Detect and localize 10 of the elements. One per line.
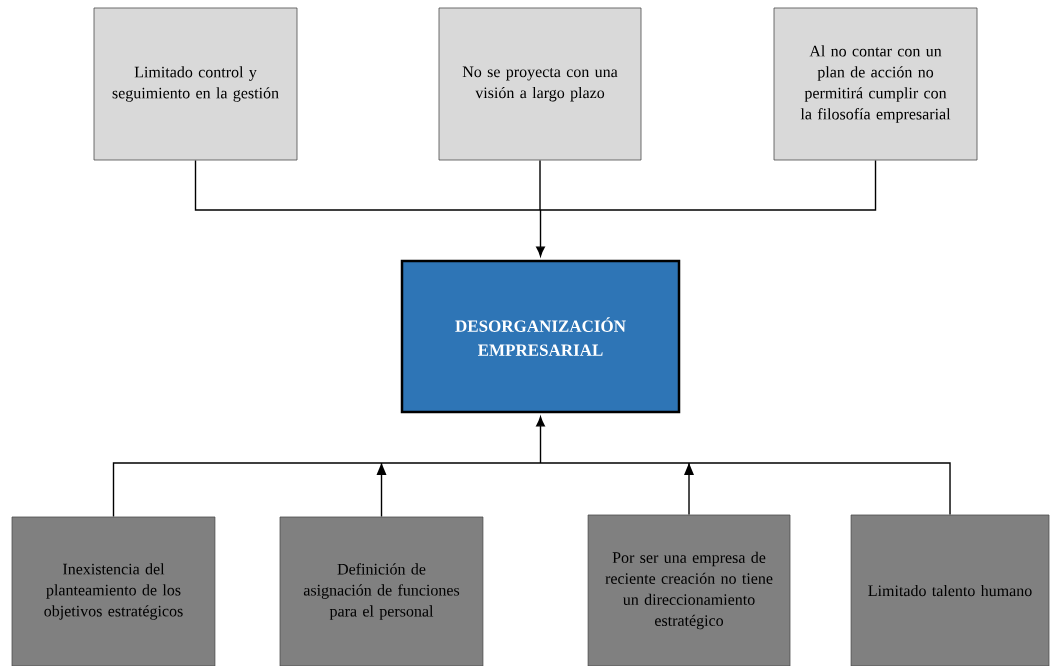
arrow [112,416,951,518]
cause-box: No se proyecta con una visión a largo plazo [438,7,642,161]
cause-box: Al no contar con un plan de acción no permitirá cumplir con la filosofía empresarial [773,7,978,161]
effect-box: Por ser una empresa de reciente creación no tiene un direccionamiento estratégico [587,514,791,666]
effect-box: Inexistencia del planteamiento de los objetivos estratégicos [11,516,216,666]
effect-box: Limitado talento humano [850,514,1050,666]
problem-box: DESORGANIZACIÓN EMPRESARIAL [400,259,681,414]
arrow [194,159,877,257]
effect-box: Definición de asignación de funciones para el personal [279,516,484,666]
cause-box: Limitado control y seguimiento en la gestión [93,7,298,161]
